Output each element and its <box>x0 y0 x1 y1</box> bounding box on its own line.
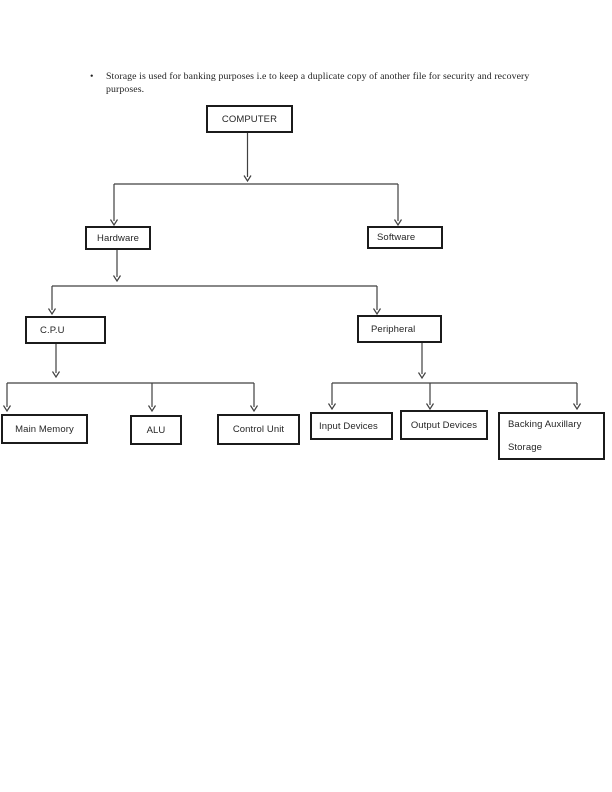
node-backing-auxillary-storage: Backing Auxillary Storage <box>498 412 605 460</box>
arrowhead-icon <box>147 405 157 413</box>
arrowhead-icon <box>2 405 12 413</box>
node-output-devices: Output Devices <box>400 410 488 440</box>
node-main-memory: Main Memory <box>1 414 88 444</box>
arrowhead-icon <box>417 372 427 380</box>
bullet-text: Storage is used for banking purposes i.e… <box>106 71 530 96</box>
node-software: Software <box>367 226 443 249</box>
arrowhead-icon <box>243 175 252 183</box>
arrowhead-icon <box>51 371 61 379</box>
node-input-devices: Input Devices <box>310 412 393 440</box>
node-computer: COMPUTER <box>206 105 293 133</box>
arrowhead-icon <box>372 308 382 316</box>
arrowhead-icon <box>112 275 122 283</box>
arrowhead-icon <box>393 219 403 227</box>
node-peripheral: Peripheral <box>357 315 442 343</box>
arrowhead-icon <box>109 219 119 227</box>
node-backing-storage-line2: Storage <box>508 442 542 453</box>
arrowhead-icon <box>47 308 57 316</box>
node-backing-storage-line1: Backing Auxillary <box>508 419 582 430</box>
node-cpu: C.P.U <box>25 316 106 344</box>
node-control-unit: Control Unit <box>217 414 300 445</box>
node-alu: ALU <box>130 415 182 445</box>
arrowhead-icon <box>249 405 259 413</box>
node-hardware: Hardware <box>85 226 151 250</box>
arrowhead-icon <box>425 403 435 411</box>
bullet-icon: • <box>90 71 94 82</box>
arrowhead-icon <box>572 403 582 411</box>
arrowhead-icon <box>327 403 337 411</box>
